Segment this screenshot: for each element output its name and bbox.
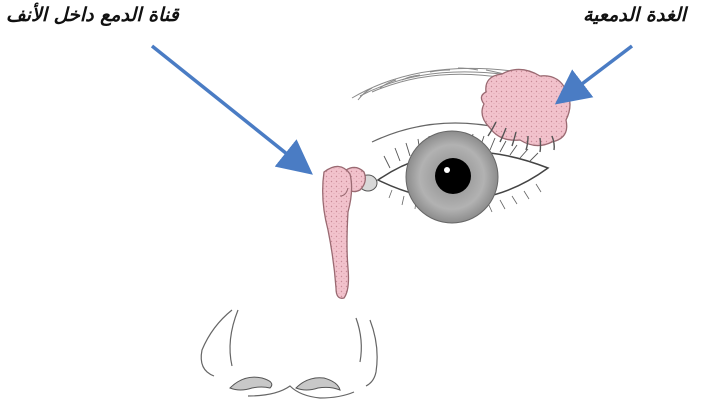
pupil [435, 158, 471, 194]
nostrils [230, 377, 340, 390]
nasolacrimal-duct [323, 166, 366, 298]
nose [201, 310, 377, 398]
pupil-highlight [444, 167, 450, 173]
gland-pointer-arrow [566, 46, 632, 96]
duct-pointer-arrow [152, 46, 302, 166]
